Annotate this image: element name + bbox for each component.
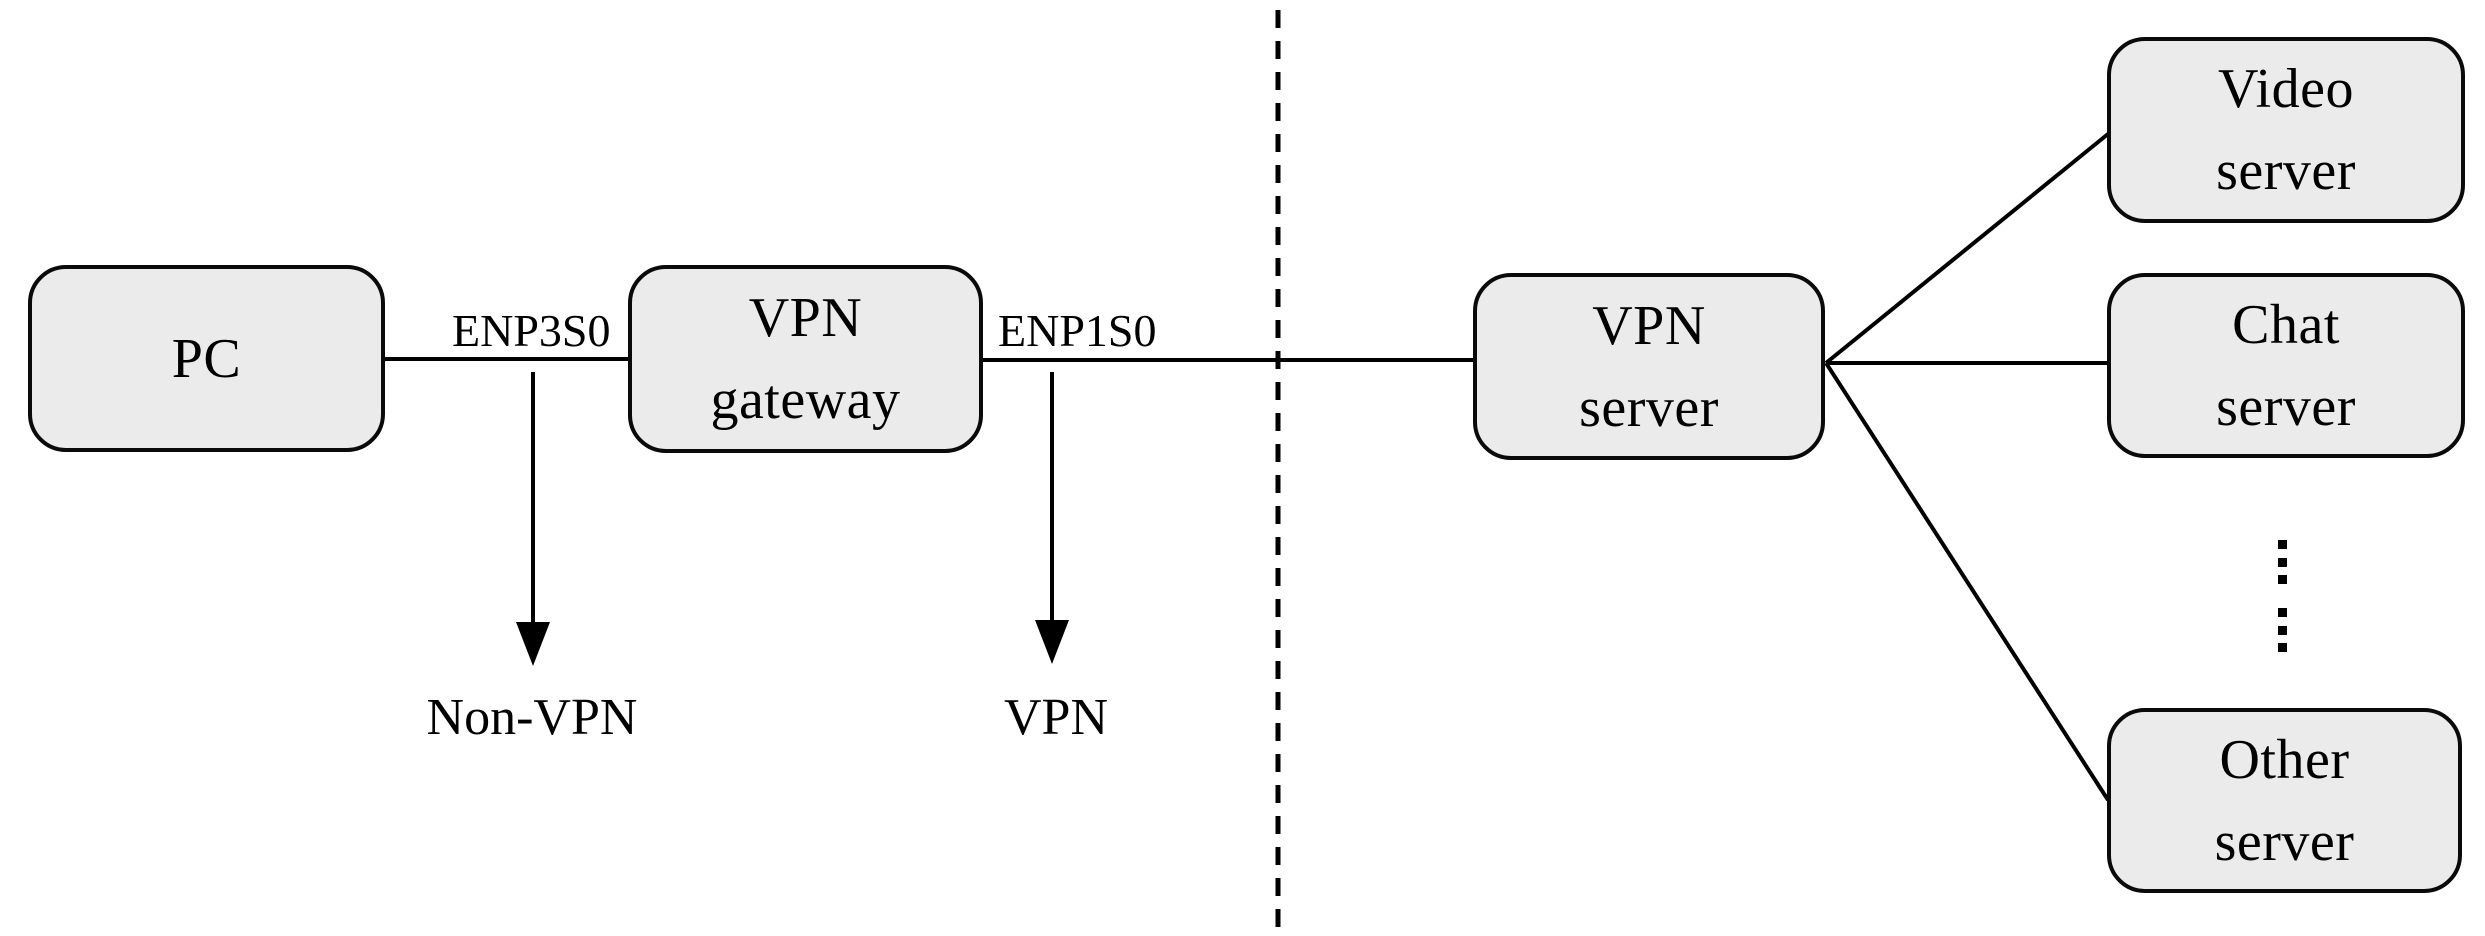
arrow-non-vpn [516, 372, 550, 666]
interface-label-enp3s0: ENP3S0 [452, 305, 611, 356]
interface-label-enp1s0: ENP1S0 [998, 305, 1157, 356]
traffic-label-vpn: VPN [1003, 689, 1109, 746]
node-vpn-server-label: VPN server [1579, 294, 1719, 439]
node-other-server-label: Other server [2214, 728, 2355, 873]
arrow-vpn [1035, 372, 1069, 664]
node-video-server-label: Video server [2216, 58, 2356, 202]
node-pc-label: PC [171, 327, 242, 390]
node-chat-server: Chat server [2107, 273, 2465, 458]
ellipsis-dots [2278, 540, 2287, 652]
node-vpn-gateway-label: VPN gateway [710, 287, 901, 431]
node-other-server: Other server [2107, 708, 2462, 893]
node-pc: PC [28, 265, 385, 452]
node-vpn-server: VPN server [1473, 273, 1825, 460]
node-chat-server-label: Chat server [2216, 293, 2356, 438]
edge-vpnserver-other [1824, 361, 2110, 802]
node-video-server: Video server [2107, 37, 2465, 223]
edge-vpnserver-video [1824, 132, 2110, 365]
traffic-label-non-vpn: Non-VPN [426, 689, 638, 746]
node-vpn-gateway: VPN gateway [628, 265, 983, 453]
